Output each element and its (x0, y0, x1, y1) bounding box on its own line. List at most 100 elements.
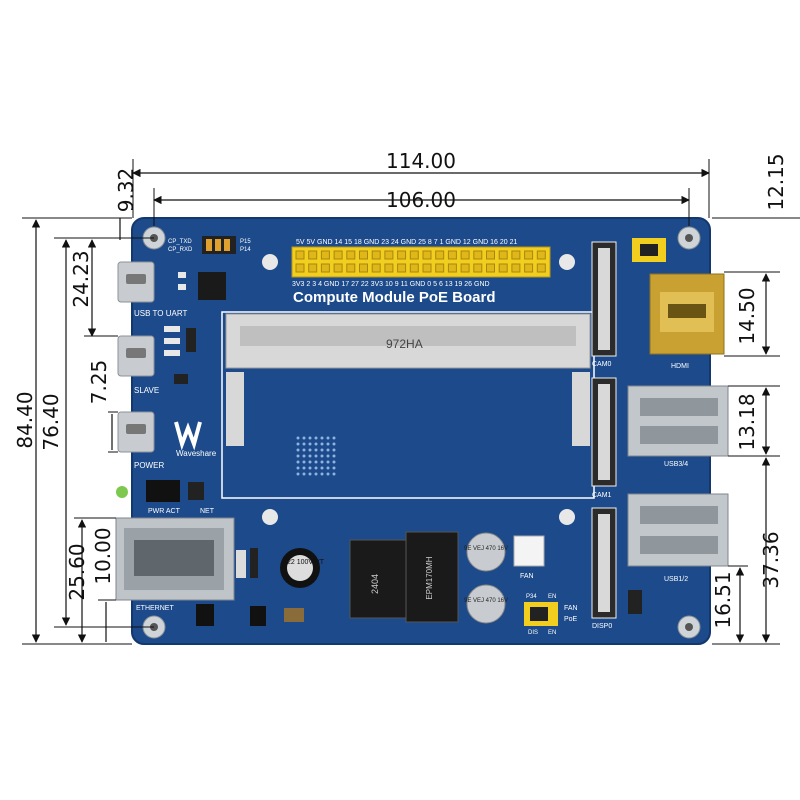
disp0-label: DISP0 (592, 623, 612, 630)
via (320, 454, 324, 458)
transformer-label: EPM170MH (425, 556, 434, 599)
top-jumper (632, 238, 666, 262)
dim-hdmi: 14.50 (735, 287, 759, 344)
via (314, 460, 318, 464)
gpio-pin (409, 263, 419, 273)
gpio-pin (422, 263, 432, 273)
via (320, 472, 324, 476)
via (326, 436, 330, 440)
dim-usb-uart: 24.23 (69, 250, 93, 307)
gpio-pin (359, 250, 368, 260)
usb-uart-port (117, 261, 155, 303)
via (308, 460, 312, 464)
dim-usb12: 37.36 (759, 531, 783, 588)
slave-label: SLAVE (134, 386, 159, 395)
p14-label: P14 (240, 247, 251, 253)
gpio-pin (511, 250, 521, 260)
via (302, 436, 306, 440)
slave-usb-port (117, 335, 155, 377)
via (326, 442, 330, 446)
via (320, 460, 324, 464)
via (332, 442, 336, 446)
brand-label: Waveshare (176, 449, 217, 458)
mounting-hole-tr (677, 226, 701, 250)
gpio-pin (384, 263, 394, 273)
gpio-pin (333, 263, 343, 273)
gpio-header (291, 246, 551, 278)
via (296, 466, 300, 470)
power-usb-port (117, 411, 155, 453)
gpio-pin (371, 250, 381, 260)
p15-label: P15 (240, 239, 251, 245)
gpio-pin (384, 250, 394, 260)
ethernet-port (115, 517, 235, 601)
pwr-act-led (116, 480, 180, 502)
mounting-hole-br (677, 615, 701, 639)
via (296, 436, 300, 440)
via (332, 436, 336, 440)
disp0-connector (591, 507, 617, 619)
gpio-pin (473, 263, 483, 273)
hdmi-label: HDMI (671, 363, 689, 370)
gpio-pin (498, 263, 508, 273)
poe-jumper (524, 602, 558, 626)
gpio-pin (409, 250, 419, 260)
gpio-pin (435, 250, 445, 260)
via (314, 454, 318, 458)
inductor-label: 2404 (370, 574, 380, 594)
usb12-port (627, 493, 729, 567)
capacitor-left: 22 100V VT (280, 548, 325, 588)
via (314, 448, 318, 452)
via (308, 442, 312, 446)
gpio-pin (524, 263, 534, 273)
usb-uart-label: USB TO UART (134, 309, 187, 318)
gpio-pin (320, 250, 330, 260)
capacitor-right-1: 9E VEJ 470 16V (464, 532, 508, 572)
via (302, 448, 306, 452)
gpio-pin (524, 250, 534, 260)
via (296, 454, 300, 458)
dim-width-holes: 106.00 (386, 188, 456, 212)
via (320, 436, 324, 440)
dim-ethernet: 25.60 (65, 543, 89, 600)
gpio-pin (359, 263, 368, 273)
gpio-pin (498, 250, 508, 260)
net-label: NET (200, 508, 215, 515)
gpio-pin (295, 250, 305, 260)
en-label-top: EN (548, 594, 556, 600)
via (326, 448, 330, 452)
cp-rxd-label: CP_RXD (168, 247, 193, 253)
dim-top-right: 12.15 (764, 153, 788, 210)
cp-txd-label: CP_TXD (168, 239, 192, 245)
via (314, 466, 318, 470)
gpio-pin (320, 263, 330, 273)
dim-top-left: 9.32 (114, 168, 138, 213)
via (320, 448, 324, 452)
gpio-pin (346, 263, 356, 273)
via (308, 454, 312, 458)
via (326, 472, 330, 476)
gpio-pin (397, 263, 407, 273)
socket-label: 972HA (386, 337, 423, 351)
via (302, 466, 306, 470)
cam0-label: CAM0 (592, 361, 612, 368)
poe-fan-label: FAN (564, 605, 578, 612)
dis-label: DIS (528, 630, 538, 636)
dim-usb-slave: 7.25 (87, 360, 111, 405)
via (296, 442, 300, 446)
gpio-label-top: 5V 5V GND 14 15 18 GND 23 24 GND 25 8 7 … (296, 239, 517, 246)
gpio-pin (422, 250, 432, 260)
dim-usb34: 13.18 (735, 393, 759, 450)
gpio-pin (447, 263, 457, 273)
via (308, 436, 312, 440)
board-title: Compute Module PoE Board (293, 289, 496, 306)
usb34-port (627, 385, 729, 457)
uart-chip (198, 272, 226, 300)
cap-r1-label: 9E VEJ 470 16V (464, 546, 508, 552)
power-label: POWER (134, 461, 164, 470)
gpio-pin (346, 250, 356, 260)
p34-label: P34 (526, 594, 537, 600)
via (302, 460, 306, 464)
